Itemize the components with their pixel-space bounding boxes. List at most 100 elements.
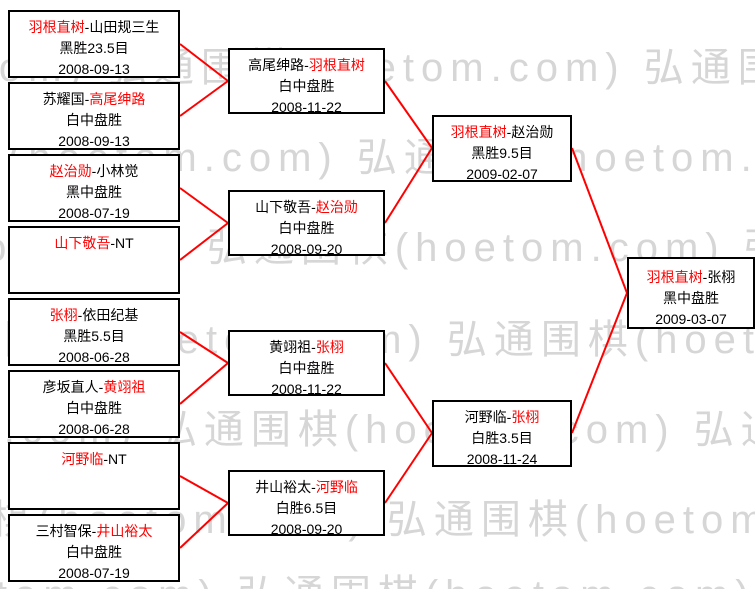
player-name: 山下敬吾 — [54, 235, 111, 251]
player-name: -依田纪基 — [77, 307, 139, 323]
match-box-sf-2: 河野临-张栩 白胜3.5目 2008-11-24 — [432, 400, 572, 467]
bracket-connector — [384, 362, 433, 434]
bracket-connector — [384, 432, 433, 504]
match-players: 羽根直树-赵治勋 — [434, 122, 570, 143]
match-date: 2008-09-20 — [270, 521, 343, 537]
match-date: 2008-11-22 — [271, 99, 342, 115]
match-result: 白中盘胜 — [278, 220, 335, 236]
match-players: 羽根直树-张栩 — [629, 267, 753, 288]
player-name: 高尾绅路 — [89, 91, 146, 107]
match-date: 2008-07-19 — [58, 565, 130, 581]
match-result — [10, 470, 178, 491]
match-box-r1-1: 羽根直树-山田规三生 黑胜23.5目 2008-09-13 — [8, 10, 180, 78]
bracket-connector — [571, 292, 628, 434]
player-name: 河野临- — [464, 409, 512, 425]
player-name: 羽根直树 — [28, 19, 85, 35]
match-players: 赵治勋-小林觉 — [10, 161, 178, 182]
player-name: 河野临 — [61, 451, 104, 467]
player-name: 黄翊祖- — [269, 339, 316, 355]
bracket-connector — [571, 147, 628, 294]
match-result: 白胜3.5目 — [471, 430, 533, 446]
match-date: 2008-06-28 — [58, 421, 130, 437]
bracket-connector — [179, 222, 229, 261]
match-date: 2009-03-07 — [655, 311, 727, 327]
match-result: 白中盘胜 — [66, 112, 122, 128]
match-result: 白胜6.5目 — [275, 500, 338, 516]
match-players: 高尾绅路-羽根直树 — [230, 55, 383, 76]
bracket-connector — [179, 187, 229, 224]
match-box-r1-3: 赵治勋-小林觉 黑中盘胜 2008-07-19 — [8, 154, 180, 222]
match-players: 河野临-NT — [10, 449, 178, 470]
match-box-r1-6: 彦坂直人-黄翊祖 白中盘胜 2008-06-28 — [8, 370, 180, 438]
player-name: 赵治勋 — [49, 163, 92, 179]
bracket-connector — [179, 362, 229, 405]
match-date: 2008-06-28 — [58, 349, 130, 365]
match-result: 黑胜5.5目 — [63, 328, 125, 344]
player-name: 井山裕太 — [96, 523, 153, 539]
match-box-r1-2: 苏耀国-高尾绅路 白中盘胜 2008-09-13 — [8, 82, 180, 150]
match-players: 三村智保-井山裕太 — [10, 521, 178, 542]
watermark-text: 弘通围棋(hoetom.com) 弘通围棋(hoetom.com) 弘通围棋(h… — [0, 562, 755, 589]
match-result: 白中盘胜 — [66, 544, 122, 560]
match-players: 山下敬吾-NT — [10, 233, 178, 254]
match-date: 2008-11-24 — [466, 451, 538, 467]
match-players: 苏耀国-高尾绅路 — [10, 89, 178, 110]
match-players: 羽根直树-山田规三生 — [10, 17, 178, 38]
match-result: 白中盘胜 — [66, 400, 122, 416]
player-name: 羽根直树 — [450, 124, 507, 140]
bracket-connector — [179, 331, 229, 364]
match-box-r1-8: 三村智保-井山裕太 白中盘胜 2008-07-19 — [8, 514, 180, 582]
player-name: -NT — [103, 451, 127, 467]
player-name: -山田规三生 — [84, 19, 160, 35]
match-players: 河野临-张栩 — [434, 407, 570, 428]
player-name: -赵治勋 — [506, 124, 554, 140]
match-box-r1-4: 山下敬吾-NT — [8, 226, 180, 294]
match-box-r2-1: 高尾绅路-羽根直树 白中盘胜 2008-11-22 — [228, 48, 385, 115]
player-name: 张栩 — [511, 409, 540, 425]
match-result: 黑胜23.5目 — [59, 40, 129, 56]
bracket-connector — [384, 147, 433, 224]
match-box-r2-3: 黄翊祖-张栩 白中盘胜 2008-11-22 — [228, 330, 385, 397]
bracket-connector — [384, 80, 433, 149]
bracket-connector — [179, 43, 229, 82]
player-name: -张栩 — [702, 269, 736, 285]
bracket-connector — [179, 475, 229, 504]
player-name: 井山裕太- — [255, 479, 316, 495]
player-name: 河野临 — [315, 479, 358, 495]
match-players: 井山裕太-河野临 — [230, 477, 383, 498]
match-result — [10, 254, 178, 275]
match-date: 2008-09-13 — [58, 133, 130, 149]
match-box-r1-5: 张栩-依田纪基 黑胜5.5目 2008-06-28 — [8, 298, 180, 366]
match-players: 黄翊祖-张栩 — [230, 337, 383, 358]
player-name: 张栩 — [49, 307, 78, 323]
player-name: 三村智保- — [35, 523, 97, 539]
player-name: -小林觉 — [91, 163, 139, 179]
match-result: 黑中盘胜 — [66, 184, 122, 200]
player-name: 黄翊祖 — [103, 379, 146, 395]
match-date: 2008-11-22 — [271, 381, 342, 397]
match-players: 山下敬吾-赵治勋 — [230, 197, 383, 218]
player-name: 高尾绅路- — [248, 57, 309, 73]
bracket-connector — [179, 80, 229, 117]
match-result: 白中盘胜 — [278, 360, 335, 376]
player-name: 山下敬吾- — [255, 199, 316, 215]
match-box-r2-4: 井山裕太-河野临 白胜6.5目 2008-09-20 — [228, 470, 385, 537]
player-name: 羽根直树 — [308, 57, 365, 73]
match-date: 2009-02-07 — [466, 166, 538, 182]
match-box-r2-2: 山下敬吾-赵治勋 白中盘胜 2008-09-20 — [228, 190, 385, 257]
match-date: 2008-09-13 — [58, 61, 130, 77]
match-date — [10, 491, 178, 512]
match-box-final: 羽根直树-张栩 黑中盘胜 2009-03-07 — [627, 257, 755, 329]
bracket-connector — [179, 502, 229, 549]
match-date — [10, 275, 178, 296]
match-result: 黑胜9.5目 — [471, 145, 533, 161]
match-box-r1-7: 河野临-NT — [8, 442, 180, 510]
player-name: 羽根直树 — [646, 269, 703, 285]
match-result: 白中盘胜 — [278, 78, 335, 94]
match-result: 黑中盘胜 — [663, 290, 719, 306]
player-name: 苏耀国- — [42, 91, 90, 107]
match-players: 彦坂直人-黄翊祖 — [10, 377, 178, 398]
match-players: 张栩-依田纪基 — [10, 305, 178, 326]
